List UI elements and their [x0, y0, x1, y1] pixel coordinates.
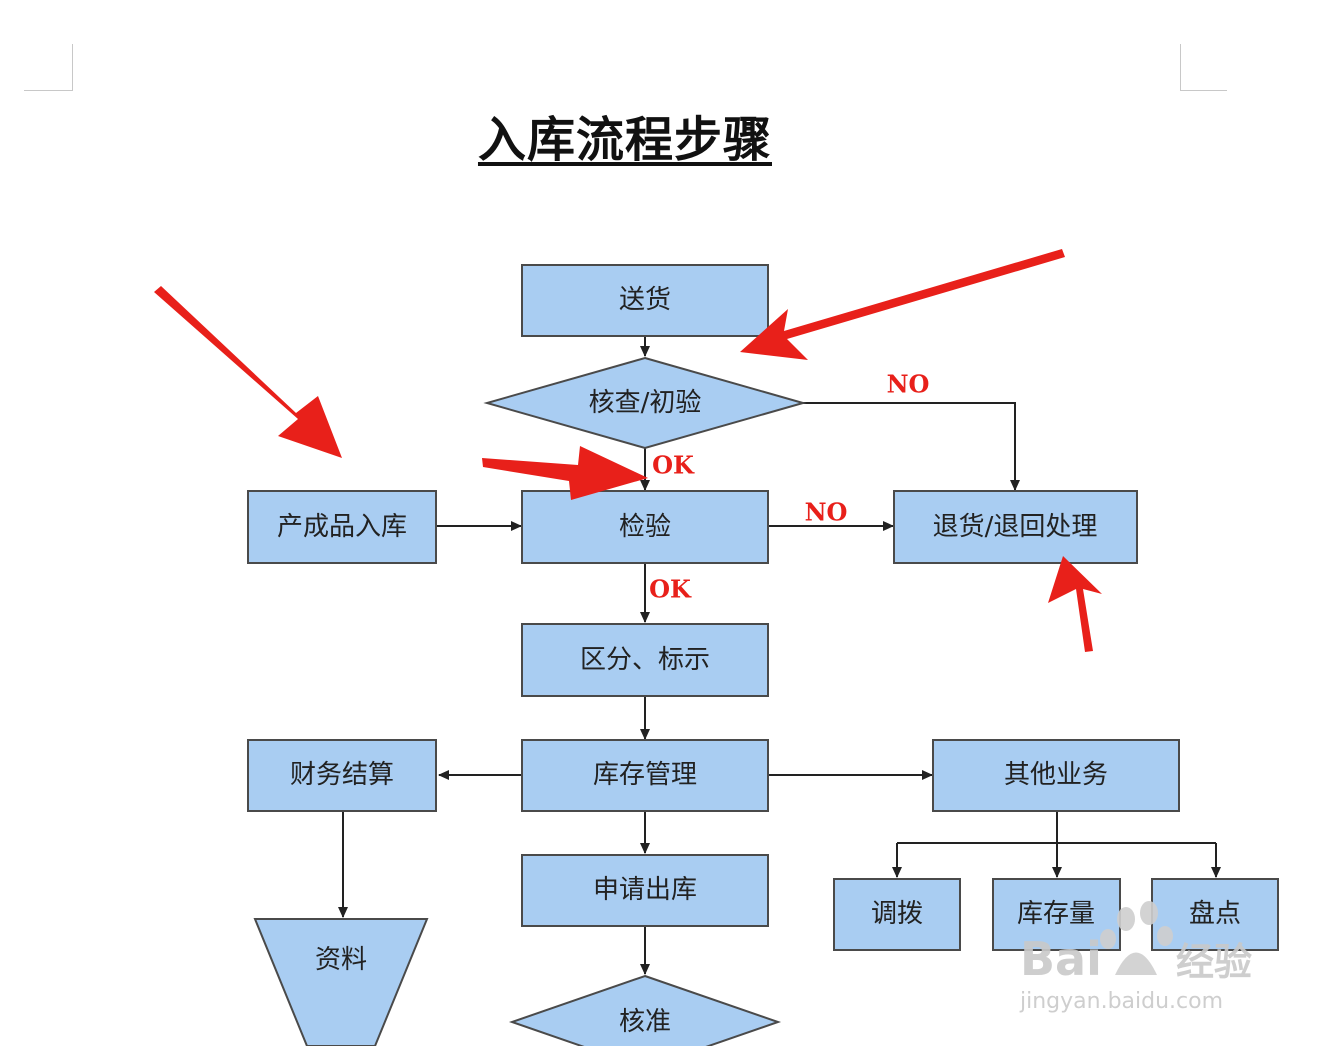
- label-return-processing: 退货/退回处理: [933, 512, 1098, 542]
- edge-check-to-return: [803, 402, 1020, 491]
- node-transfer: [833, 878, 961, 951]
- node-stocktake: [1151, 878, 1279, 951]
- connectors: [338, 336, 1221, 975]
- node-classify: [521, 623, 769, 697]
- label-approval: 核准: [619, 1007, 671, 1037]
- watermark-brand: Bai: [1020, 932, 1102, 986]
- edge-labels: NO OK NO OK: [649, 370, 929, 604]
- crop-mark-top-right: [1180, 44, 1227, 91]
- edge-label-check-ok: OK: [652, 451, 695, 480]
- label-outbound-request: 申请出库: [593, 875, 697, 905]
- edge-label-check-no: NO: [887, 370, 930, 399]
- watermark-url: jingyan.baidu.com: [1019, 989, 1223, 1014]
- annotation-arrow-left: [154, 286, 342, 458]
- label-stocktake: 盘点: [1189, 899, 1241, 929]
- node-outbound-request: [521, 854, 769, 927]
- node-records: [253, 918, 429, 1046]
- label-stock-quantity: 库存量: [1017, 899, 1095, 929]
- label-classify: 区分、标示: [580, 645, 710, 675]
- node-check: [483, 356, 807, 450]
- nodes: [247, 264, 1279, 1046]
- baidu-watermark: Bai 经验 jingyan.baidu.com: [1019, 901, 1252, 1014]
- baidu-paw-icon: [1100, 901, 1173, 975]
- label-other-business: 其他业务: [1004, 760, 1108, 790]
- watermark-brand-suffix: 经验: [1176, 940, 1252, 984]
- node-delivery: [521, 264, 769, 337]
- label-inspection: 检验: [619, 512, 671, 542]
- label-financial-settlement: 财务结算: [290, 760, 394, 790]
- label-finished-goods: 产成品入库: [277, 512, 407, 542]
- node-return-processing: [893, 490, 1138, 564]
- node-stock-quantity: [992, 878, 1121, 951]
- annotation-arrow-middle: [482, 446, 648, 500]
- node-inspection: [521, 490, 769, 564]
- label-records: 资料: [315, 945, 367, 975]
- annotation-arrows: [154, 249, 1102, 652]
- node-other-business: [932, 739, 1180, 812]
- node-labels: 送货 核查/初验 产成品入库 检验 退货/退回处理 区分、标示 财务结算 库存管…: [277, 285, 1241, 1037]
- label-check: 核查/初验: [589, 388, 702, 418]
- node-finished-goods: [247, 490, 437, 564]
- edge-label-inspection-ok: OK: [649, 575, 692, 604]
- node-financial-settlement: [247, 739, 437, 812]
- annotation-arrow-bottom-right: [1048, 556, 1102, 652]
- edge-label-inspection-no: NO: [805, 498, 848, 527]
- label-transfer: 调拨: [871, 899, 923, 929]
- node-approval: [508, 974, 782, 1046]
- label-inventory-mgmt: 库存管理: [593, 760, 697, 790]
- crop-mark-top-left: [24, 44, 73, 91]
- annotation-arrow-top-right: [740, 249, 1065, 360]
- page-title: 入库流程步骤: [477, 112, 772, 168]
- node-inventory-mgmt: [521, 739, 769, 812]
- label-delivery: 送货: [619, 285, 671, 315]
